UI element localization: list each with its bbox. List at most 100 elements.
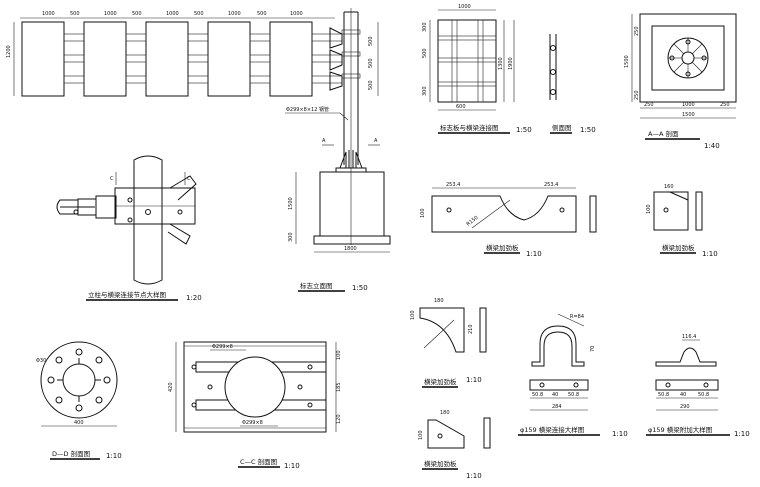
rib4-scale: 1:10 (466, 472, 482, 480)
dd-title: D—D 剖面图 (52, 449, 90, 458)
pipe-note: Φ299×8×12 钢管 (286, 106, 329, 113)
dim-label: 600 (456, 104, 466, 110)
side-scale: 1:50 (580, 126, 596, 134)
elevation-scale: 1:50 (352, 284, 368, 292)
rib-plate-2: 100 160 横梁加劲板 1:10 (646, 184, 718, 258)
dim-label: 250 (720, 102, 730, 108)
dim-label: 40 (552, 392, 558, 398)
dim-label: 50.8 (698, 392, 709, 398)
dim-label: 500 (194, 11, 204, 17)
base-width-label: 1800 (344, 246, 357, 252)
dim-label: 500 (132, 11, 142, 17)
dim-label: 500 (257, 11, 267, 17)
dim-label: 70 (590, 346, 596, 352)
sign-elevation: 1000 500 1000 500 1000 500 1000 500 1000… (6, 8, 391, 292)
dim-label: 40 (680, 392, 686, 398)
dim-label: 500 (368, 80, 374, 90)
dim-label: 1900 (508, 57, 514, 70)
dim-label: R=84 (570, 314, 584, 320)
dim-label: 100 (646, 204, 652, 214)
dim-label: 50.8 (532, 392, 543, 398)
sign-panel (83, 21, 127, 97)
dim-label: 284 (552, 404, 562, 410)
section-cc: Φ299×8 Φ299×8 420 100 185 120 C—C 剖面图 1:… (168, 341, 342, 470)
conn-scale: 1:20 (186, 294, 202, 302)
small-dim-label: 300 (288, 232, 294, 242)
rib1-scale: 1:10 (526, 250, 542, 258)
dim-label: 290 (680, 404, 690, 410)
dim-label: 1000 (228, 11, 241, 17)
dim-label: 420 (168, 382, 174, 392)
plate-connection-view: 1000 300 500 300 1300 1900 600 标志板与横梁连接图… (422, 4, 532, 134)
dim-label: 1000 (682, 102, 695, 108)
dim-label: 180 (440, 410, 450, 416)
dim-label: 100 (420, 208, 426, 218)
dim-label: 1000 (458, 4, 471, 10)
dim-label: 1300 (498, 57, 504, 70)
dim-label: 500 (368, 36, 374, 46)
section-dd: Φ30 400 D—D 剖面图 1:10 (36, 341, 122, 460)
dim-label: 100 (336, 350, 342, 360)
rib2-title: 横梁加劲板 (662, 243, 695, 252)
dim-label: 500 (70, 11, 80, 17)
dim-label: 500 (368, 58, 374, 68)
sign-panel (207, 21, 251, 97)
dim-label: 210 (468, 324, 474, 334)
rib-plate-4: 100 180 横梁加劲板 1:10 (418, 410, 491, 480)
foundation-base (313, 235, 391, 245)
connection-detail: C C 立柱与横梁连接节点大样图 1:20 (56, 155, 202, 302)
rib4-title: 横梁加劲板 (424, 459, 457, 468)
dim-label: 50.8 (568, 392, 579, 398)
dim-label: 1500 (624, 55, 630, 68)
left-dim-label: 1200 (6, 45, 12, 58)
hole-note: Φ30 (36, 358, 46, 364)
rib-plate-3: 180 100 210 横梁加劲板 1:10 (410, 298, 487, 388)
dim-label: 1000 (104, 11, 117, 17)
section-aa-title: A—A 剖面 (648, 129, 679, 138)
dim-label: 100 (410, 310, 416, 320)
dim-label: 300 (422, 86, 428, 96)
clamp1-scale: 1:10 (612, 430, 628, 438)
rib3-title: 横梁加劲板 (424, 377, 457, 386)
dim-label: 250 (634, 26, 640, 36)
section-mark: A (374, 138, 378, 144)
dim-label: 100 (418, 430, 424, 440)
section-mark: C (187, 176, 191, 182)
dim-label: 250 (644, 102, 654, 108)
dim-label: 160 (664, 184, 674, 190)
top-dim-texts: 1000 500 1000 500 1000 500 1000 500 1000 (42, 11, 303, 17)
dim-label: 500 (422, 48, 428, 58)
dim-label: 120 (336, 414, 342, 424)
dim-label: 1000 (42, 11, 55, 17)
elevation-title: 标志立面图 (300, 281, 333, 290)
dim-label: 50.8 (658, 392, 669, 398)
section-mark: A (322, 138, 326, 144)
section-aa-scale: 1:40 (704, 142, 720, 150)
section-mark: C (110, 176, 114, 182)
side-title: 侧面图 (552, 123, 572, 132)
sign-panel (145, 21, 189, 97)
dim-label: 180 (434, 298, 444, 304)
post-dim-label: 1500 (288, 197, 294, 210)
clamp2-title: φ159 横梁附加大样图 (648, 425, 712, 434)
conn-title: 立柱与横梁连接节点大样图 (88, 290, 166, 299)
clamp1-title: φ159 横梁连接大样图 (520, 425, 584, 434)
cc-scale: 1:10 (284, 462, 300, 470)
rib2-scale: 1:10 (702, 250, 718, 258)
dim-label: 400 (74, 420, 84, 426)
side-view: 侧面图 1:50 (549, 34, 596, 134)
dim-label: 185 (336, 382, 342, 392)
dim-label: 116.4 (682, 334, 696, 340)
rib3-scale: 1:10 (466, 376, 482, 384)
section-aa: 1500 250 250 250 1000 250 1500 A—A 剖面 1:… (624, 13, 737, 150)
dim-label: 253.4 (544, 182, 558, 188)
dim-label: 300 (422, 22, 428, 32)
dim-label: 1000 (290, 11, 303, 17)
sign-panel (269, 21, 313, 97)
dim-label: 253.4 (446, 182, 460, 188)
dd-scale: 1:10 (106, 452, 122, 460)
clamp2-scale: 1:10 (734, 430, 750, 438)
cc-title: C—C 剖面图 (240, 457, 277, 466)
pipe-note-top: Φ299×8 (212, 344, 233, 350)
